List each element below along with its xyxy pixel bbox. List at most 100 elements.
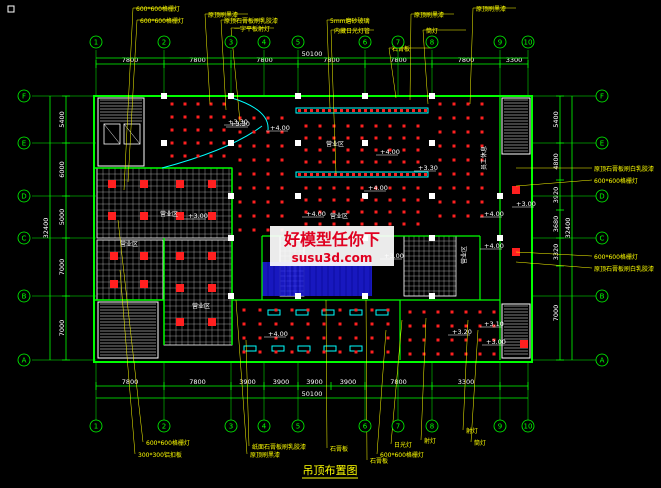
trough-light [316, 109, 319, 112]
downlight [238, 144, 242, 148]
downlight [322, 322, 326, 326]
elevator [123, 123, 141, 145]
downlight [290, 322, 294, 326]
downlight [466, 200, 470, 204]
structural-column [429, 235, 435, 241]
top-dim-label: 7800 [458, 56, 475, 64]
downlight [170, 141, 174, 145]
downlight [480, 158, 484, 162]
annotation-leader [462, 319, 469, 431]
downlight [370, 350, 374, 354]
bottom-dim-label: 7800 [390, 378, 407, 386]
downlight [480, 172, 484, 176]
annotation-leader [420, 317, 427, 441]
downlight [464, 338, 468, 342]
downlight [438, 172, 442, 176]
downlight [416, 160, 420, 164]
downlight [388, 198, 392, 202]
axis-bubble-label: F [22, 93, 26, 101]
downlight [370, 308, 374, 312]
grid-lamp [208, 318, 216, 326]
annotation-leader [376, 329, 387, 455]
downlight [304, 186, 308, 190]
trough-light [352, 173, 355, 176]
downlight [318, 186, 322, 190]
downlight [480, 144, 484, 148]
bottom-total-label: 50100 [302, 390, 323, 398]
trough-light [394, 173, 397, 176]
downlight [416, 198, 420, 202]
structural-column [429, 193, 435, 199]
structural-column [228, 193, 234, 199]
downlight [450, 310, 454, 314]
axis-bubble [595, 136, 609, 150]
room-label: 营业区 [120, 240, 138, 248]
axis-bubble [493, 419, 507, 433]
axis-bubble-label: B [22, 293, 27, 301]
downlight [280, 214, 284, 218]
annotation-leader [245, 339, 250, 447]
trough-light [310, 109, 313, 112]
level-mark: +3.30 [418, 164, 438, 172]
downlight [388, 148, 392, 152]
downlight [436, 338, 440, 342]
downlight [196, 102, 200, 106]
downlight [332, 210, 336, 214]
downlight [322, 350, 326, 354]
left-dim-label: 5000 [58, 209, 66, 226]
level-mark: +3.10 [484, 320, 504, 328]
level-mark: +4.00 [484, 242, 504, 250]
trough-light [352, 109, 355, 112]
downlight [438, 130, 442, 134]
annotation-leader [515, 179, 593, 187]
downlight [222, 128, 226, 132]
right-dim-label: 7000 [552, 305, 560, 322]
trough-light [382, 109, 385, 112]
level-mark: +3.30 [228, 118, 248, 126]
trough-light [412, 109, 415, 112]
downlight [332, 186, 336, 190]
trough-light [406, 173, 409, 176]
annotation-leader [204, 13, 211, 105]
display-zone [262, 262, 372, 296]
linear-light [267, 309, 281, 316]
stair-core [97, 301, 159, 359]
downlight [436, 324, 440, 328]
downlight [478, 352, 482, 356]
downlight [318, 124, 322, 128]
structural-column [497, 193, 503, 199]
structural-column [429, 140, 435, 146]
axis-bubble [358, 35, 372, 49]
downlight [452, 130, 456, 134]
downlight [252, 228, 256, 232]
axis-bubble [595, 353, 609, 367]
axis-bubble-label: F [600, 93, 604, 101]
grid-lamp [140, 280, 148, 288]
downlight [436, 352, 440, 356]
drawing-title: 吊顶布置图 [303, 464, 358, 477]
trough-light [424, 173, 427, 176]
downlight [306, 322, 310, 326]
linear-light [271, 345, 285, 352]
trough-light [418, 173, 421, 176]
downlight [170, 115, 174, 119]
annotation-right: 原顶石膏板刷白乳胶漆 [594, 165, 654, 173]
downlight [466, 186, 470, 190]
grid-lamp [520, 340, 528, 348]
grid-lamp [140, 212, 148, 220]
downlight [170, 154, 174, 158]
annotation-bottom: 日光灯 [394, 441, 412, 449]
downlight [332, 160, 336, 164]
axis-bubble-label: 9 [498, 423, 502, 431]
downlight [266, 228, 270, 232]
downlight [492, 310, 496, 314]
top-dim-label: 7800 [122, 56, 139, 64]
downlight [388, 222, 392, 226]
trough-light [388, 173, 391, 176]
annotation-top: 内藏日光灯管 [334, 27, 370, 35]
bottom-dim-label: 3900 [340, 378, 357, 386]
downlight [280, 144, 284, 148]
downlight [304, 136, 308, 140]
downlight [242, 322, 246, 326]
